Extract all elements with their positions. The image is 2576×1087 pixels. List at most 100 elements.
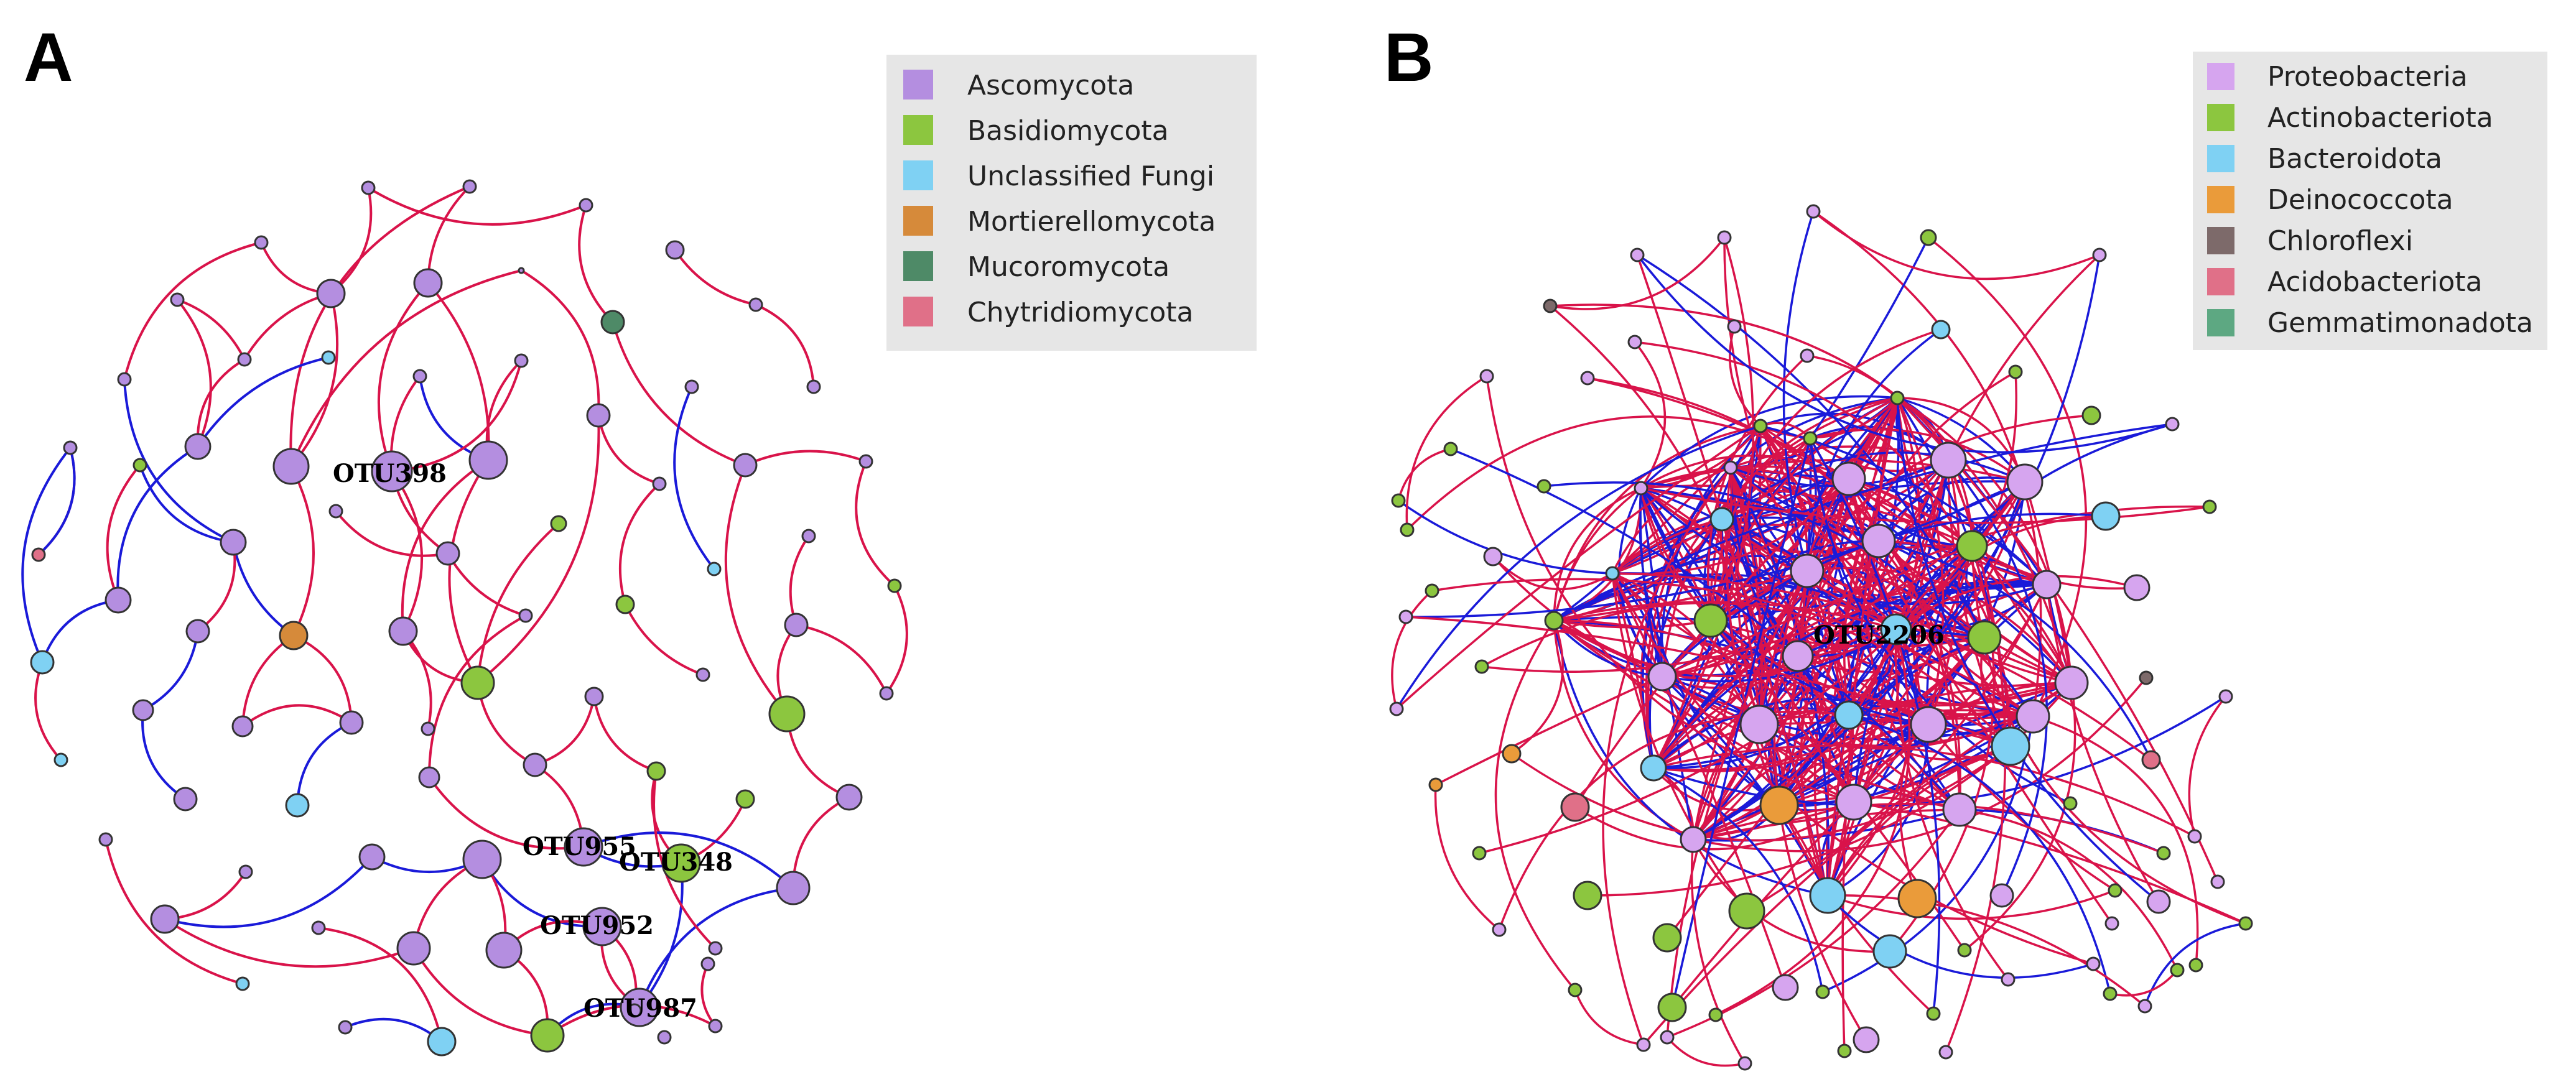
panel-a-node [530, 1018, 565, 1053]
panel-b-node [1930, 442, 1967, 479]
legend-label-deinococcota: Deinococcota [2267, 184, 2453, 216]
panel-a-edge [318, 927, 443, 1042]
panel-a-node [237, 352, 252, 367]
panel-b-node [2170, 963, 2185, 978]
panel-a-edge [391, 470, 423, 632]
legend-swatch-bacteroidota [2207, 145, 2234, 172]
panel-b-node [1991, 726, 2030, 766]
panel-b-edge [1642, 682, 2072, 1046]
panel-b-node [1831, 461, 1866, 496]
panel-b-node [1630, 247, 1645, 262]
panel-a-node [388, 616, 418, 646]
panel-b-node [1680, 826, 1707, 853]
panel-b-edge [1450, 448, 1961, 811]
panel-a-node [279, 621, 309, 650]
panel-b-edge [1895, 575, 2137, 631]
panel-b-node [1560, 792, 1590, 822]
panel-b-edge [1947, 254, 2101, 461]
panel-b-edge [1637, 254, 1986, 638]
panel-b-node [2032, 570, 2062, 599]
panel-b-node [1660, 1030, 1675, 1045]
panel-a-node [708, 941, 723, 956]
panel-a-edge [296, 721, 352, 806]
panel-b-edge [1927, 723, 2116, 892]
panel-b-edge [1671, 723, 1930, 1009]
panel-a-node [748, 297, 763, 312]
panel-b-node [1967, 620, 2002, 655]
panel-b-edge [1634, 341, 1667, 489]
panel-a-node [254, 235, 269, 250]
panel-b-edge [1693, 682, 2072, 841]
panel-b-edge [1553, 487, 1642, 621]
panel-b-node [2086, 956, 2101, 971]
panel-b-edge [1729, 326, 1762, 427]
panel-b-edge [1809, 438, 2113, 924]
panel-b-edge [1397, 448, 1451, 501]
legend-swatch-basidiomycota [903, 115, 933, 145]
panel-b-node [1956, 530, 1988, 562]
panel-a-edge [232, 542, 295, 637]
panel-a-node [615, 594, 635, 614]
panel-a-node [485, 932, 523, 969]
panel-b-node [1428, 777, 1443, 792]
panel-b-node [2146, 889, 2171, 914]
panel-a-edge [593, 696, 657, 772]
panel-b-edge [1822, 716, 2034, 993]
panel-a-node [132, 699, 154, 721]
panel-a-edge [428, 776, 584, 850]
panel-b-letter: B [1384, 19, 1433, 96]
panel-b-node [1474, 659, 1489, 674]
panel-a-legend-box [886, 55, 1257, 351]
panel-b-edge [1498, 710, 1849, 930]
panel-a-edge [583, 831, 794, 889]
panel-a-node-labels: OTU398 OTU955 OTU348 OTU952 OTU987 [333, 459, 733, 1023]
panel-b-node [1803, 431, 1818, 446]
panel-b-node [2104, 916, 2119, 931]
panel-b-edge [1511, 620, 1564, 755]
panel-b-edge [1759, 425, 2034, 718]
panel-b-edge [1550, 236, 1726, 310]
panel-a-node [462, 179, 477, 194]
panel-a-node [835, 784, 863, 811]
panel-b-node [1443, 442, 1458, 456]
panel-a-node [657, 1030, 672, 1045]
panel-a-node [98, 832, 113, 847]
panel-a-edge [335, 510, 449, 557]
panel-b-edge [1494, 620, 1576, 991]
panel-b-node [1897, 879, 1937, 918]
panel-a-edge [855, 461, 896, 587]
panel-a-edge [290, 293, 339, 468]
panel-b-node [1753, 419, 1768, 433]
panel-b-edge [1640, 454, 1849, 489]
panel-a-node [733, 453, 758, 478]
panel-b-edge [1721, 397, 1898, 520]
panel-a-node [627, 1003, 642, 1018]
panel-b-node [1800, 348, 1815, 363]
panel-b-node [2016, 699, 2050, 734]
legend-swatch-mortierellomycota [903, 206, 933, 236]
panel-b-edge [1395, 425, 1761, 710]
panel-b-node [1580, 371, 1595, 386]
panel-b-node [1544, 611, 1564, 631]
panel-b-edge [1652, 583, 2047, 769]
panel-b-edge [1853, 682, 2072, 803]
panel-b-node [1391, 493, 1406, 508]
panel-b-node [1942, 792, 1977, 827]
node-label-otu348: OTU348 [619, 848, 733, 877]
panel-a-edge [520, 269, 600, 416]
panel-a-edge [447, 553, 526, 617]
legend-swatch-chloroflexi [2207, 227, 2234, 254]
panel-b-node [1425, 583, 1439, 598]
panel-b-node [1861, 524, 1896, 558]
panel-a-node [735, 789, 755, 809]
panel-b-edge [1405, 375, 1487, 530]
legend-swatch-deinococcota [2207, 186, 2234, 213]
panel-a-edge [638, 863, 684, 1009]
panel-a-node [328, 504, 343, 519]
panel-b-edge [1640, 487, 1850, 716]
panel-b-node [1717, 230, 1732, 245]
legend-swatch-proteobacteria [2207, 63, 2234, 90]
panel-a-edge [330, 187, 373, 295]
node-label-otu2206: OTU2206 [1813, 621, 1945, 650]
